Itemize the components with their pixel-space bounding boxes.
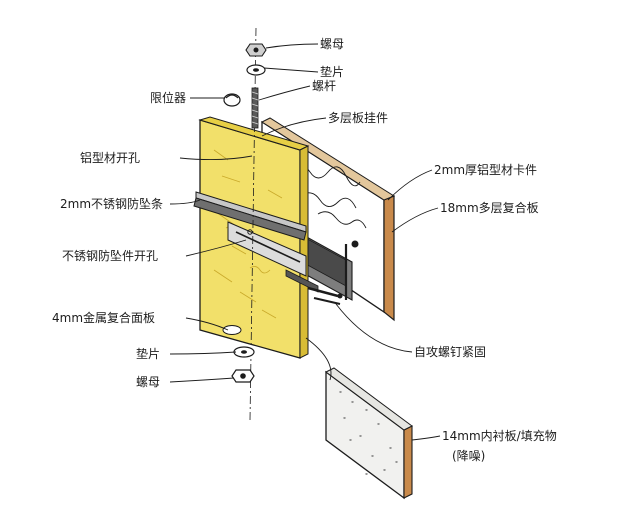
leader-lines [169,43,441,441]
bottom-spacer-icon [222,325,242,335]
label-sound-absorb: (降噪) [452,449,485,463]
bottom-nut-icon [231,369,255,383]
label-nut-bottom: 螺母 [136,375,160,389]
top-washer-icon [246,64,266,76]
label-plywood-hanger: 多层板挂件 [328,111,388,125]
clip-screw-icon [351,240,359,248]
label-liner-14: 14mm内衬板/填充物 [442,428,557,443]
label-nut-top: 螺母 [320,37,344,51]
threaded-bolt-icon [251,87,259,129]
label-washer-bottom: 垫片 [136,346,160,361]
label-alum-clip: 2mm厚铝型材卡件 [434,162,537,177]
label-alum-hole: 铝型材开孔 [80,150,140,165]
label-ss-anti-fall: 2mm不锈钢防坠条 [60,196,163,211]
anti-fall-hole-icon [247,229,253,235]
self-tapping-screws [307,286,343,305]
top-nut-icon [245,43,267,57]
bottom-washer-icon [233,346,255,358]
label-self-tapping: 自攻螺钉紧固 [414,345,486,359]
label-limiter: 限位器 [150,90,186,105]
label-bolt: 螺杆 [312,79,336,93]
label-ss-hole: 不锈钢防坠件开孔 [62,248,158,263]
inner-liner-board [325,367,413,500]
stainless-anti-fall-strip [193,191,319,293]
label-washer-top: 垫片 [320,64,344,79]
label-plywood-18: 18mm多层复合板 [440,200,539,215]
label-panel-4mm: 4mm金属复合面板 [52,310,155,325]
limiter-icon [223,93,241,107]
